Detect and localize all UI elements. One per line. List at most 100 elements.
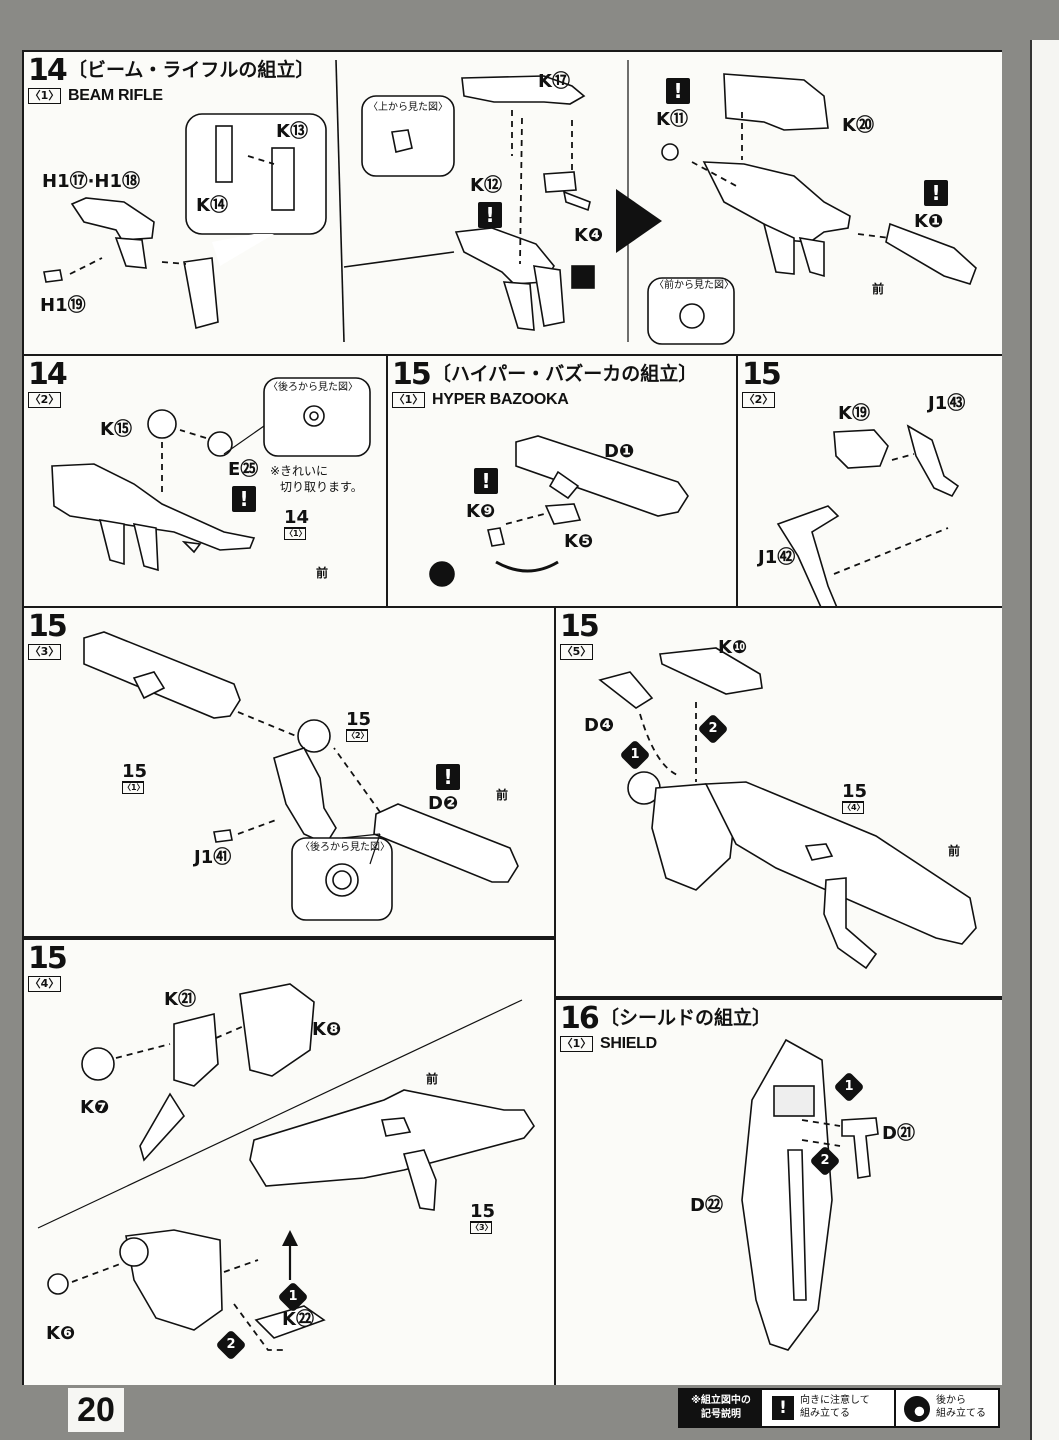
sub-step: 〈1〉 — [28, 88, 61, 104]
label-k4: K❹ — [574, 225, 604, 246]
step-reference: 15 〈4〉 — [842, 781, 868, 814]
warning-icon: ! — [232, 486, 256, 512]
label-k17: K⑰ — [538, 71, 570, 92]
sub-step: 〈2〉 — [28, 392, 61, 408]
label-d1: D❶ — [604, 441, 635, 462]
view-top-caption: 〈上から見た図〉 — [368, 102, 448, 113]
beam-rifle-illustration — [43, 59, 977, 345]
title-english: HYPER BAZOOKA — [432, 391, 569, 408]
panel-step-15-5: 15 〈5〉 K❿ D❹ 1 2 15 〈4〉 前 — [554, 608, 1002, 998]
ref-step: 15 — [842, 781, 868, 803]
label-k6: K❻ — [46, 1323, 76, 1344]
ref-step: 14 — [284, 507, 310, 529]
order-number-2: 2 — [697, 713, 729, 745]
label-k21: K㉑ — [164, 989, 196, 1010]
view-front-caption: 〈前から見た図〉 — [654, 280, 734, 291]
step-number: 15 — [28, 609, 68, 644]
page-number: 20 — [68, 1388, 124, 1432]
step-number: 15 — [742, 357, 782, 392]
label-j1-42: J1㊷ — [758, 547, 796, 568]
front-direction-label: 前 — [496, 788, 509, 802]
title-english: BEAM RIFLE — [68, 87, 163, 104]
ref-sub: 〈4〉 — [842, 803, 865, 814]
label-j1-41: J1㊶ — [194, 847, 232, 868]
legend-caption: ※組立図中の 記号説明 — [680, 1390, 762, 1426]
bazooka-final-assembly-illustration — [598, 647, 977, 970]
label-k10: K❿ — [718, 637, 748, 658]
sub-step: 〈4〉 — [28, 976, 61, 992]
step-reference: 14 〈1〉 — [284, 507, 310, 540]
order-number-1: 1 — [619, 739, 651, 771]
instruction-sheet: 14 〈1〉 〔ビーム・ライフルの組立〕 BEAM RIFLE H1⑰·H1⑱ … — [22, 50, 1002, 1385]
panel-step-16-1: 16 〈1〉 〔シールドの組立〕 SHIELD 1 D㉑ 2 D㉒ — [554, 998, 1002, 1385]
label-k5: K❺ — [564, 531, 594, 552]
label-d21: D㉑ — [882, 1123, 915, 1144]
label-k14: K⑭ — [196, 195, 228, 216]
label-h1-19: H1⑲ — [40, 295, 86, 316]
sub-step: 〈1〉 — [560, 1036, 593, 1052]
panel-step-14-1: 14 〈1〉 〔ビーム・ライフルの組立〕 BEAM RIFLE H1⑰·H1⑱ … — [24, 52, 1002, 356]
step-reference: 15 〈3〉 — [470, 1201, 496, 1234]
order-number-1: 1 — [277, 1281, 309, 1313]
ref-sub: 〈3〉 — [470, 1223, 493, 1234]
label-d4: D❹ — [584, 715, 615, 736]
warning-icon: ! — [772, 1396, 794, 1420]
ref-sub: 〈1〉 — [122, 783, 145, 794]
panel-step-15-3: 15 〈3〉 15 〈2〉 15 〈1〉 ! D❷ 前 J1㊶ 〈後ろから見た図… — [24, 608, 554, 938]
panel-step-15-4: 15 〈4〉 K㉑ K❽ K❼ 前 15 〈3〉 1 K❻ K㉒ 2 — [24, 938, 554, 1385]
label-k20: K⑳ — [842, 115, 874, 136]
front-direction-label: 前 — [948, 844, 961, 858]
step-number: 15 — [28, 941, 68, 976]
front-direction-label: 前 — [316, 566, 329, 580]
warning-icon: ! — [666, 78, 690, 104]
label-k7: K❼ — [80, 1097, 110, 1118]
panel-step-15-2: 15 〈2〉 K⑲ J1㊸ J1㊷ — [738, 356, 1002, 608]
label-k13: K⑬ — [276, 121, 308, 142]
label-k8: K❽ — [312, 1019, 342, 1040]
view-back-caption: 〈後ろから見た図〉 — [300, 842, 390, 853]
bazooka-barrel-assembly-illustration — [83, 631, 519, 921]
rear-assembly-icon — [904, 1396, 930, 1422]
front-direction-label: 前 — [426, 1072, 439, 1086]
step-number: 15 — [392, 357, 432, 392]
ref-step: 15 — [346, 709, 372, 731]
step-reference: 15 〈1〉 — [122, 762, 147, 794]
step-number: 14 — [28, 53, 68, 88]
label-k9: K❾ — [466, 501, 496, 522]
order-number-2: 2 — [809, 1145, 841, 1177]
step-number: 16 — [560, 1001, 600, 1036]
warning-icon: ! — [474, 468, 498, 494]
title-japanese: 〔シールドの組立〕 — [600, 1007, 772, 1029]
legend-divider — [894, 1390, 896, 1426]
legend-warning-text: 向きに注意して 組み立てる — [800, 1395, 870, 1419]
warning-icon: ! — [436, 764, 460, 790]
sub-step: 〈3〉 — [28, 644, 61, 660]
label-k12: K⑫ — [470, 175, 502, 196]
bazooka-grip-illustration — [776, 424, 960, 606]
ref-step: 15 — [470, 1201, 496, 1223]
order-number-2: 2 — [215, 1329, 247, 1361]
title-japanese: 〔ハイパー・バズーカの組立〕 — [432, 363, 698, 385]
label-k11: K⑪ — [656, 109, 688, 130]
warning-icon: ! — [478, 202, 502, 228]
step-number: 15 — [560, 609, 600, 644]
label-d22: D㉒ — [690, 1195, 723, 1216]
cut-cleanly-note-line2: 切り取ります。 — [280, 480, 363, 494]
order-number-1: 1 — [833, 1071, 865, 1103]
bazooka-magazine-illustration — [37, 983, 535, 1351]
bazooka-body-illustration — [429, 435, 689, 587]
symbol-legend: ※組立図中の 記号説明 ! 向きに注意して 組み立てる 後から 組み立てる — [678, 1388, 1000, 1428]
sub-step: 〈2〉 — [742, 392, 775, 408]
label-k22: K㉒ — [282, 1309, 314, 1330]
label-k1: K❶ — [914, 211, 944, 232]
label-j1-43: J1㊸ — [928, 393, 966, 414]
ref-sub: 〈1〉 — [284, 529, 307, 540]
ref-sub: 〈2〉 — [346, 731, 369, 742]
shield-illustration — [741, 1038, 879, 1351]
step-number: 14 — [28, 357, 68, 392]
legend-rear-text: 後から 組み立てる — [936, 1395, 986, 1419]
panel-step-15-1: 15 〈1〉 〔ハイパー・バズーカの組立〕 HYPER BAZOOKA D❶ !… — [388, 356, 738, 608]
sub-step: 〈1〉 — [392, 392, 425, 408]
label-e25: E㉕ — [228, 459, 259, 480]
label-k15: K⑮ — [100, 419, 132, 440]
